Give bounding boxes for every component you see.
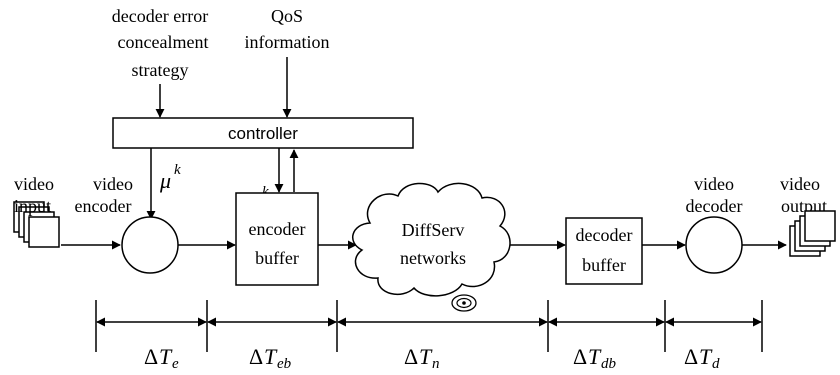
video-input-stack [13,201,60,248]
delay-db-main: T [588,344,602,369]
network-line-2: networks [400,248,466,268]
qos-label: QoS information [245,6,330,52]
pi-superscript: k [262,184,269,200]
controller-label: controller [228,124,298,143]
mu-symbol: μ [159,168,171,193]
decoder-buffer-box [565,217,643,285]
network-line-1: DiffServ [402,220,465,240]
video-output-stack [789,210,836,257]
video-encoder-line-2: encoder [75,196,132,216]
qos-line-2: information [245,32,330,52]
encoder-buffer-box [235,192,319,286]
delay-db-sub: db [601,356,617,372]
strategy-line-1: decoder error [112,6,208,26]
video-encoder-line-1: video [93,174,133,194]
video-output-line-1: video [780,174,820,194]
video-decoder-node [685,216,743,274]
delay-n-main: T [419,344,433,369]
delay-label-d: Δ T d [684,344,720,372]
controller-box [112,117,414,149]
delay-timeline [95,300,763,352]
mu-superscript: k [174,162,181,178]
strategy-line-3: strategy [132,60,189,80]
delay-eb-sub: eb [277,356,292,372]
delay-d-delta: Δ [684,344,698,369]
decoder-buffer-line-2: buffer [582,255,626,275]
video-decoder-line-2: decoder [686,196,743,216]
strategy-label: decoder error concealment strategy [112,6,209,80]
delay-d-sub: d [712,356,720,372]
delay-label-eb: Δ T eb [249,344,292,372]
video-input-line-2: input [14,196,51,216]
delay-label-e: Δ T e [144,344,179,372]
network-swirl [451,294,477,312]
delay-eb-main: T [264,344,278,369]
delay-e-sub: e [172,356,179,372]
delay-eb-delta: Δ [249,344,263,369]
video-decoder-line-1: video [694,174,734,194]
diffserv-cloud [352,182,511,297]
video-input-line-1: video [14,174,54,194]
delay-n-delta: Δ [404,344,418,369]
delay-label-db: Δ T db [573,344,617,372]
delay-d-main: T [699,344,713,369]
encoder-buffer-line-2: buffer [255,248,299,268]
video-encoder-node [121,216,179,274]
qos-line-1: QoS [271,6,303,26]
encoder-buffer-line-1: encoder [249,219,306,239]
delay-e-main: T [159,344,173,369]
delay-label-n: Δ T n [404,344,440,372]
delay-e-delta: Δ [144,344,158,369]
strategy-line-2: concealment [118,32,209,52]
delay-n-sub: n [432,356,440,372]
delay-db-delta: Δ [573,344,587,369]
decoder-buffer-line-1: decoder [576,225,633,245]
